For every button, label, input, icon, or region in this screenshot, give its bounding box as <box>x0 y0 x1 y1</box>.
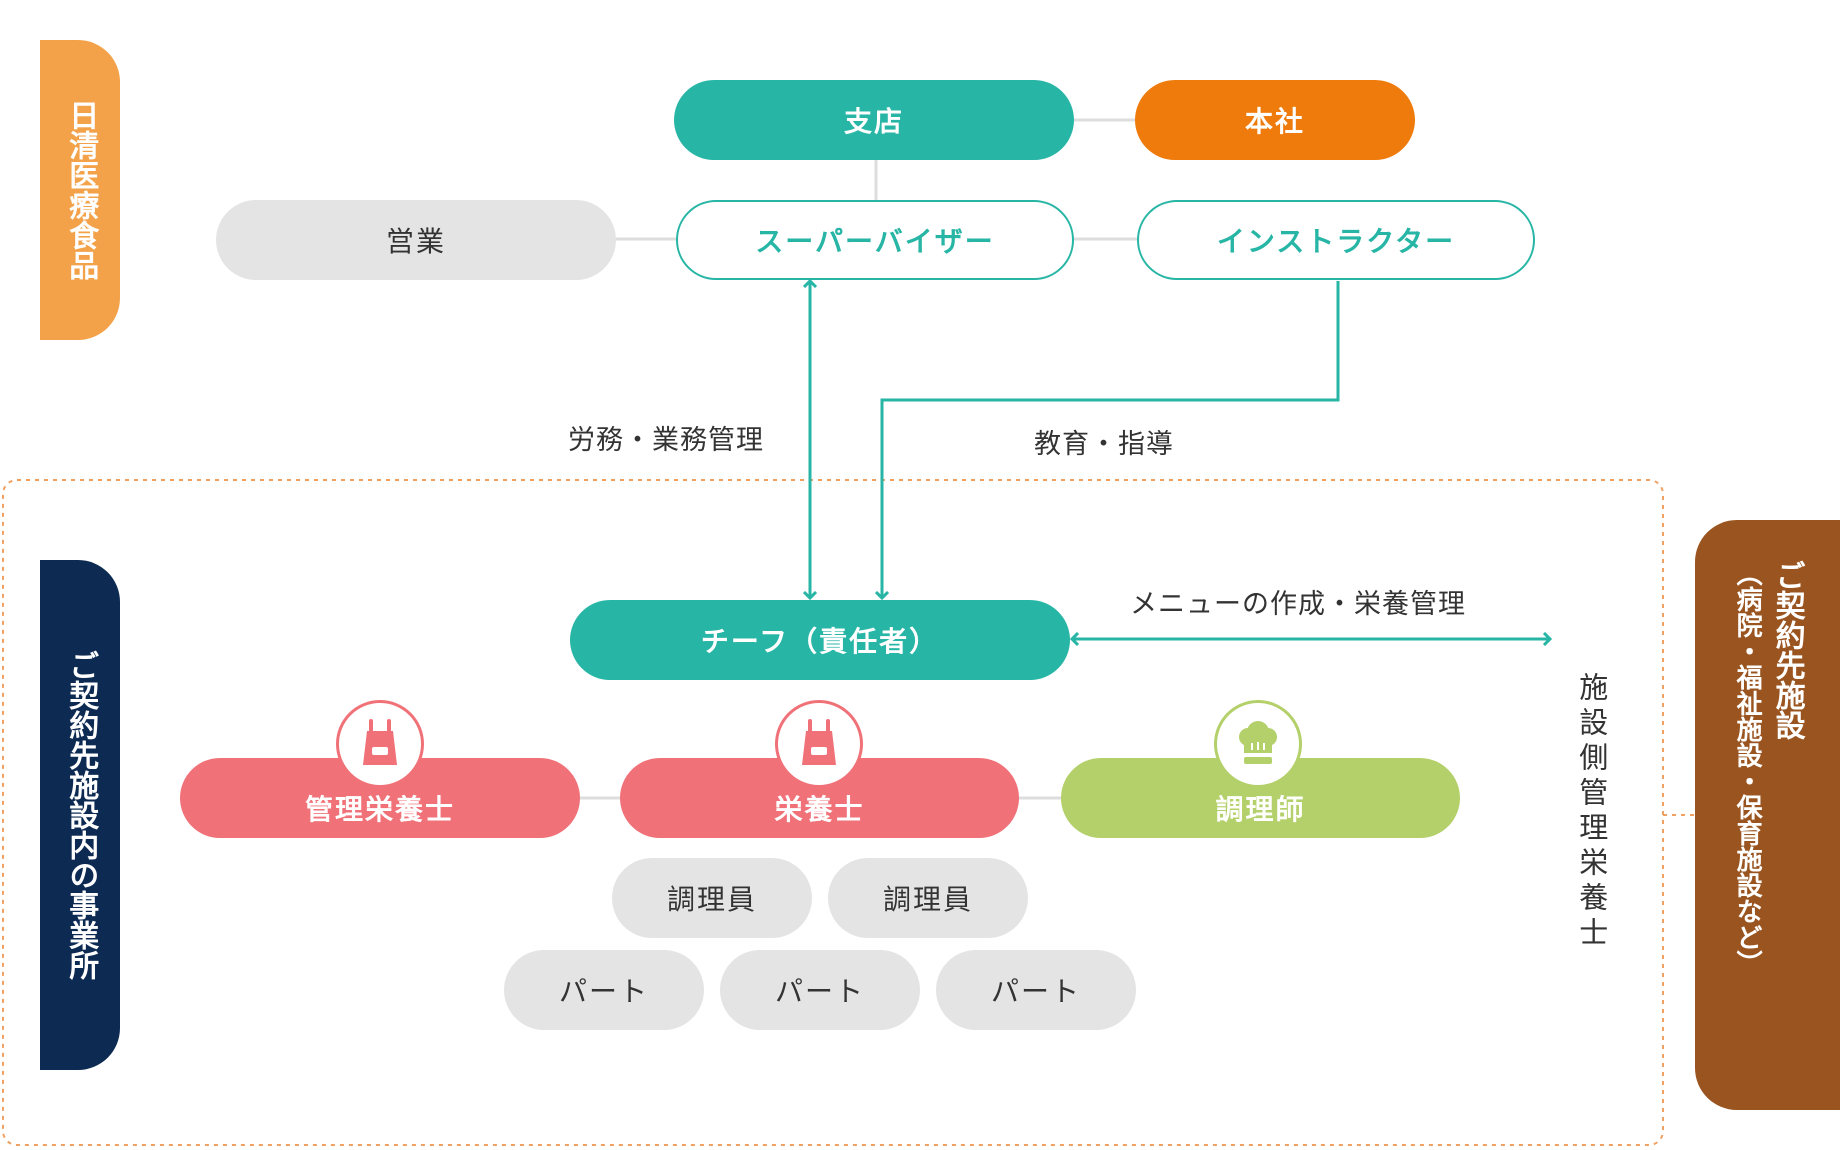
head-office-node: 本社 <box>1135 80 1415 160</box>
registered-dietitian-icon-badge <box>336 700 424 788</box>
client-tab-subtitle: （病院・福祉施設・保育施設など） <box>1732 560 1763 976</box>
client-tab-title: ご契約先施設 <box>1769 560 1805 740</box>
dietitian-label: 栄養士 <box>774 793 865 826</box>
registered-dietitian-node: 管理栄養士 <box>180 758 580 838</box>
company-tab: 日清医療食品 <box>40 40 120 340</box>
menu-nutrition-label: メニューの作成・栄養管理 <box>1130 589 1466 620</box>
dietitian-icon-badge <box>775 700 863 788</box>
company-tab-label: 日清医療食品 <box>63 100 99 280</box>
chef-hat-icon <box>1239 721 1277 764</box>
part-timer-node: パート <box>936 950 1136 1030</box>
labor-management-label: 労務・業務管理 <box>568 425 764 456</box>
part-timer-node: パート <box>504 950 704 1030</box>
chief-node: チーフ（責任者） <box>570 600 1070 680</box>
facility-dotted-border <box>2 479 1664 1146</box>
sales-node: 営業 <box>216 200 616 280</box>
supervisor-node: スーパーバイザー <box>676 200 1074 280</box>
education-label: 教育・指導 <box>1034 429 1174 460</box>
office-tab-label: ご契約先施設内の事業所 <box>63 650 99 980</box>
registered-dietitian-label: 管理栄養士 <box>304 793 455 826</box>
cook-icon-badge <box>1214 700 1302 788</box>
office-tab: ご契約先施設内の事業所 <box>40 560 120 1070</box>
kitchen-staff-node: 調理員 <box>828 858 1028 938</box>
client-facility-tab: （病院・福祉施設・保育施設など） ご契約先施設 <box>1695 520 1840 1110</box>
education-arrow <box>882 281 1340 598</box>
facility-dietitian-label: 施設側管理栄養士 <box>1574 672 1609 952</box>
apron-icon <box>802 719 836 765</box>
part-timer-node: パート <box>720 950 920 1030</box>
branch-node: 支店 <box>674 80 1074 160</box>
kitchen-staff-node: 調理員 <box>612 858 812 938</box>
cook-label: 調理師 <box>1215 793 1306 826</box>
apron-icon <box>363 719 397 765</box>
instructor-node: インストラクター <box>1137 200 1535 280</box>
